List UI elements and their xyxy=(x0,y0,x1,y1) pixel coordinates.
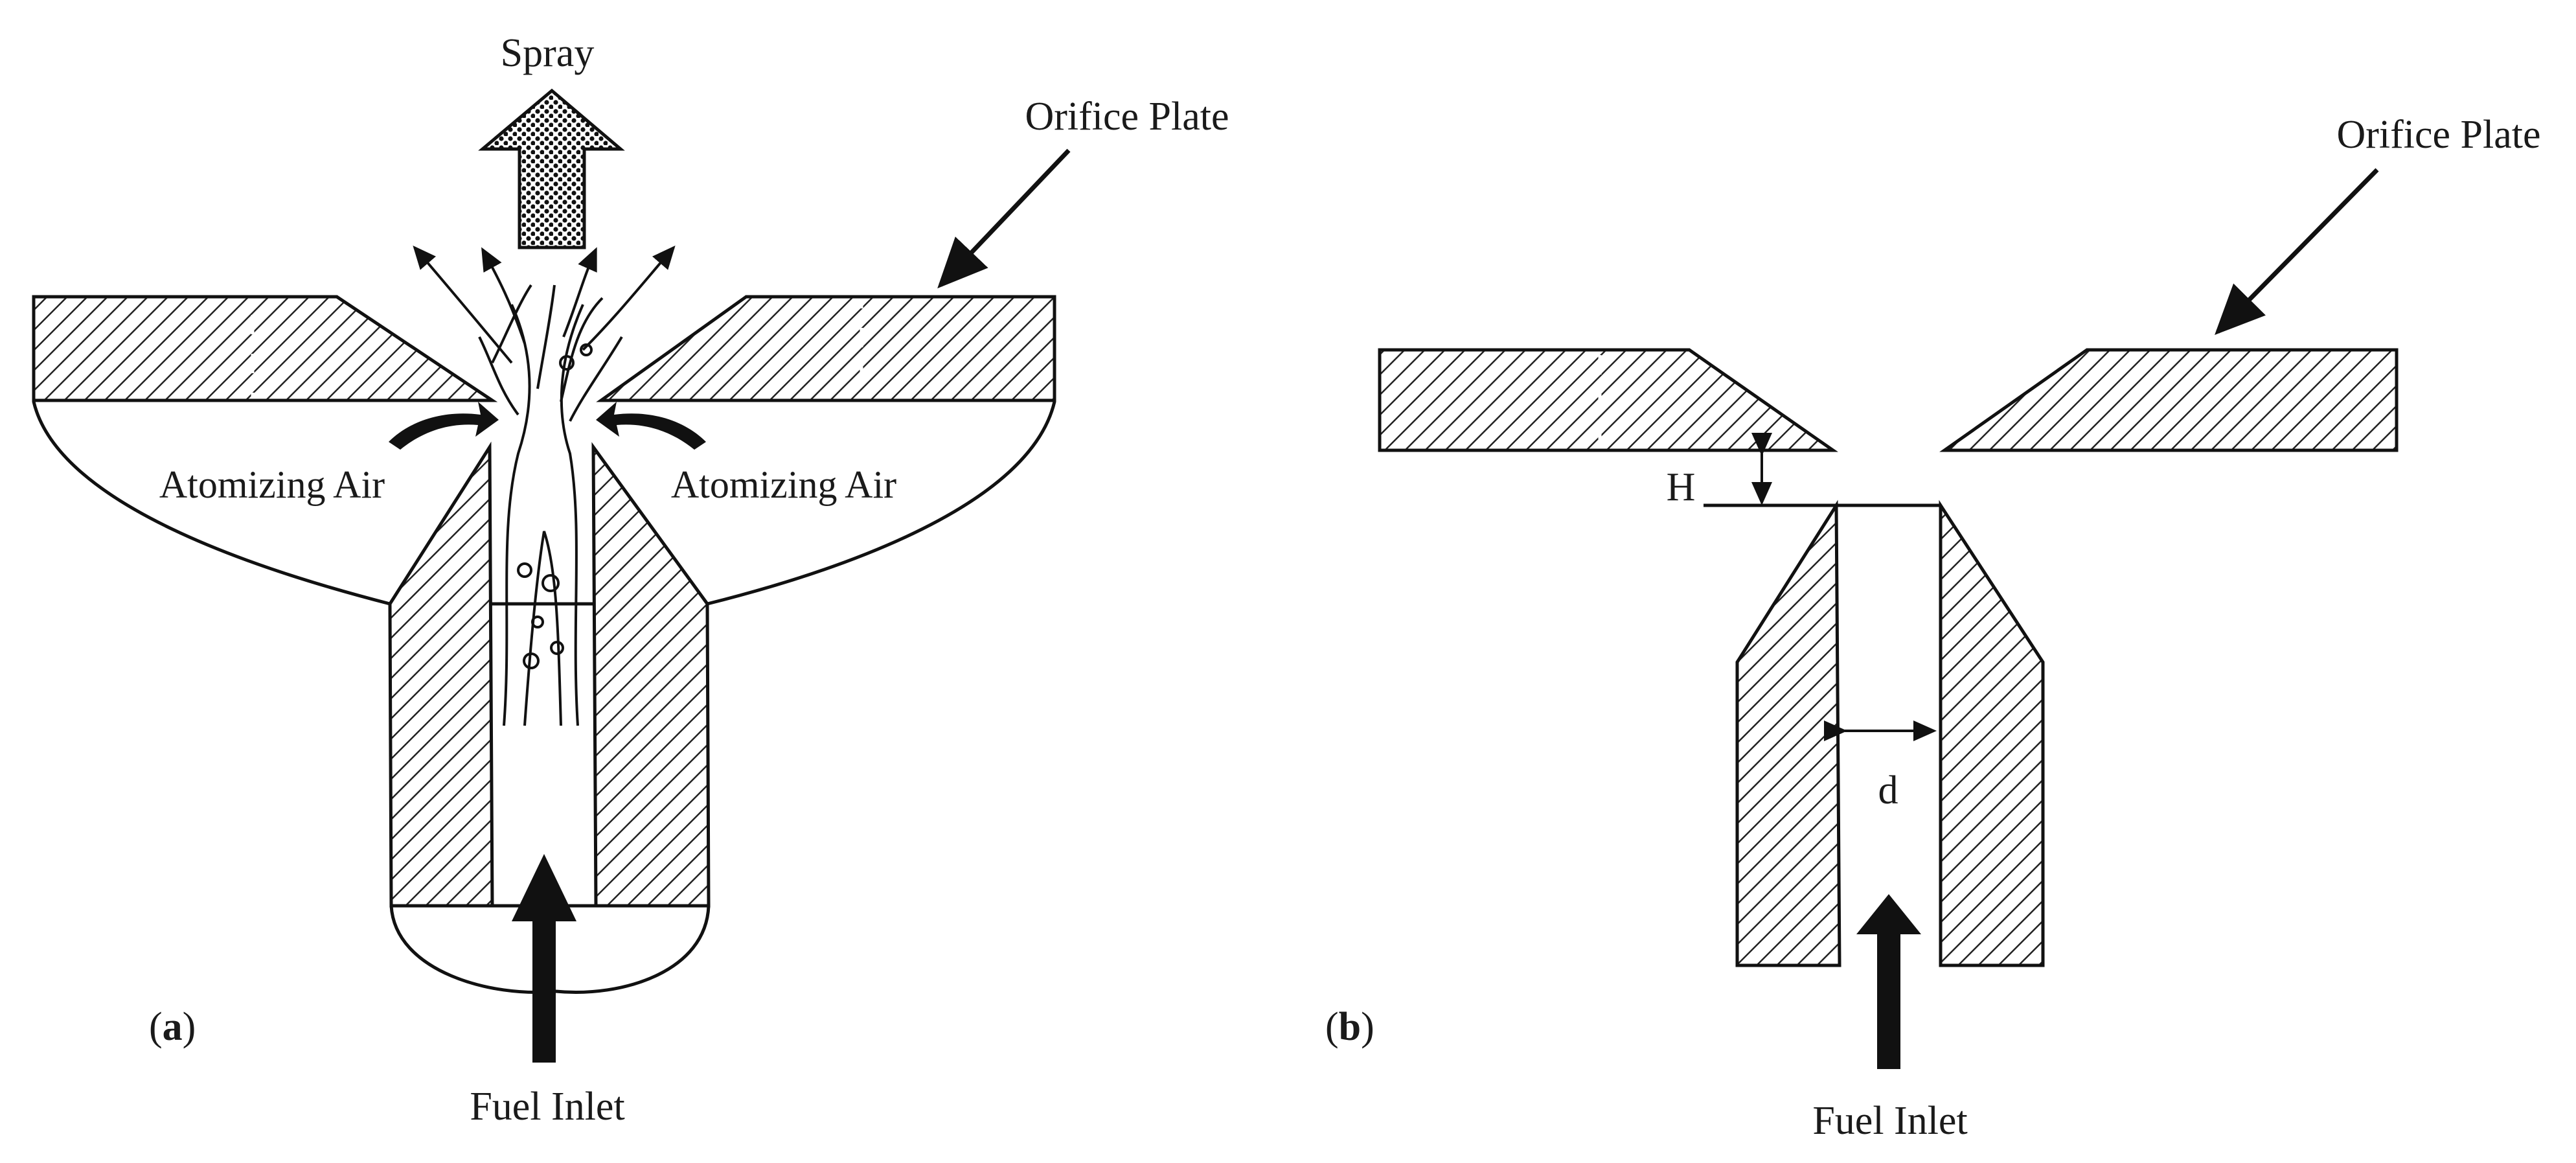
atomizing-air-arrow-right xyxy=(596,402,706,450)
nozzle-left-wall xyxy=(388,441,494,908)
orifice-plate-pointer-a xyxy=(937,148,1071,289)
panel-b-label: (b) xyxy=(1325,1005,1374,1049)
orifice-plate-label-a: Orifice Plate xyxy=(1025,95,1229,139)
fuel-inlet-label-a: Fuel Inlet xyxy=(470,1085,624,1129)
atomizing-air-label-left: Atomizing Air xyxy=(159,463,385,506)
panel-b: H d Orifice Plate Fuel Inlet (b) xyxy=(1325,113,2541,1143)
orifice-plate-right xyxy=(596,295,1056,402)
fuel-inlet-arrow-a xyxy=(512,854,576,1063)
nozzle-left-wall-b xyxy=(1735,500,1841,967)
orifice-plate-left xyxy=(32,295,498,402)
nozzle-right-wall xyxy=(591,442,711,908)
orifice-plate-label-b: Orifice Plate xyxy=(2336,113,2540,157)
dim-h-label: H xyxy=(1667,465,1696,509)
fuel-inlet-label-b: Fuel Inlet xyxy=(1812,1099,1967,1143)
spray-big-arrow xyxy=(478,88,625,249)
spray-label: Spray xyxy=(501,31,595,75)
nozzle-right-wall-b xyxy=(1939,500,2045,967)
orifice-plate-left-b xyxy=(1378,348,1838,452)
spray-arrows xyxy=(413,245,676,364)
atomizing-air-label-right: Atomizing Air xyxy=(671,463,896,506)
panel-a: Spray Orifice Plate Atomizing Air Atomiz… xyxy=(32,31,1229,1129)
dim-d-label: d xyxy=(1878,768,1898,812)
orifice-plate-pointer-b xyxy=(2215,168,2379,335)
panel-a-label: (a) xyxy=(149,1005,196,1049)
fuel-jet xyxy=(478,284,623,726)
orifice-plate-right-b xyxy=(1939,348,2399,452)
fuel-inlet-arrow-b xyxy=(1856,894,1921,1069)
atomizing-air-arrow-left xyxy=(389,402,499,450)
air-chamber-bowl xyxy=(32,401,1056,606)
